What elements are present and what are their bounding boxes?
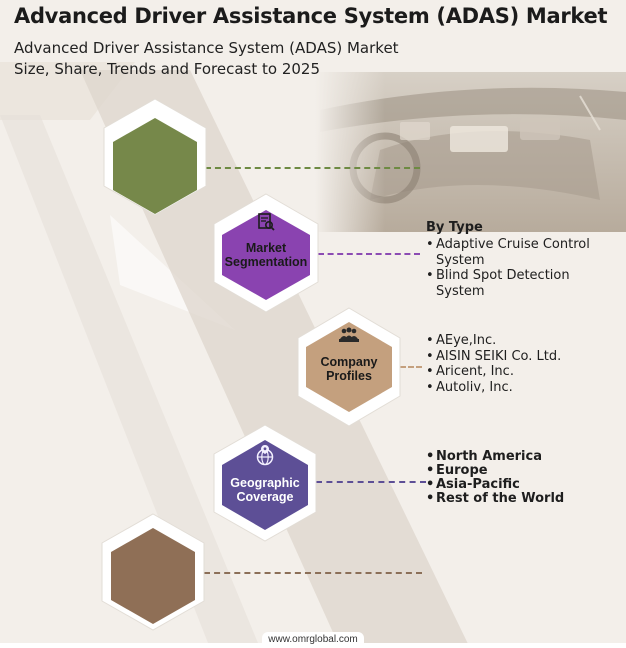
list-item: Autoliv, Inc. — [426, 380, 622, 396]
list-item: Aricent, Inc. — [426, 364, 622, 380]
company-label-line1: Company — [320, 355, 378, 369]
hexagon-segmentation — [213, 193, 319, 313]
list-item: Adaptive Cruise Control System — [426, 237, 622, 268]
hexagon-green — [103, 98, 207, 216]
segmentation-label-line1: Market — [245, 241, 287, 255]
page-subtitle: Advanced Driver Assistance System (ADAS)… — [14, 39, 399, 78]
people-group-icon — [337, 326, 361, 348]
page-title: Advanced Driver Assistance System (ADAS)… — [14, 4, 608, 28]
globe-pin-icon — [253, 444, 277, 470]
hexagon-company — [297, 307, 401, 427]
connector-line-company — [400, 366, 422, 368]
list-item: AEye,Inc. — [426, 333, 622, 349]
connector-line-brown — [204, 572, 422, 574]
segmentation-label: Market Segmentation — [222, 241, 310, 269]
segmentation-heading: By Type — [426, 220, 483, 235]
segmentation-label-line2: Segmentation — [224, 255, 308, 269]
document-search-icon — [254, 212, 278, 236]
geographic-label-line2: Coverage — [236, 490, 294, 504]
company-label-line2: Profiles — [326, 369, 372, 383]
connector-line-geographic — [316, 481, 426, 483]
geographic-panel: North America Europe Asia-Pacific Rest o… — [426, 450, 622, 507]
list-item: Blind Spot Detection System — [426, 268, 622, 299]
list-item: North America — [426, 450, 622, 465]
connector-line-segmentation — [318, 253, 420, 255]
car-dashboard-image — [315, 72, 626, 232]
company-label: Company Profiles — [306, 355, 392, 383]
geographic-label: Geographic Coverage — [222, 476, 308, 504]
list-item: Asia-Pacific — [426, 478, 622, 493]
company-panel: AEye,Inc. AISIN SEIKI Co. Ltd. Aricent, … — [426, 333, 622, 395]
list-item: Europe — [426, 464, 622, 479]
segmentation-panel: By Type Adaptive Cruise Control System B… — [426, 220, 622, 299]
connector-line-green — [205, 167, 420, 169]
list-item: AISIN SEIKI Co. Ltd. — [426, 349, 622, 365]
hexagon-brown — [101, 513, 205, 631]
hexagon-geographic — [213, 424, 317, 542]
footer-url[interactable]: www.omrglobal.com — [262, 632, 364, 648]
geographic-label-line1: Geographic — [230, 476, 300, 490]
list-item: Rest of the World — [426, 492, 622, 507]
